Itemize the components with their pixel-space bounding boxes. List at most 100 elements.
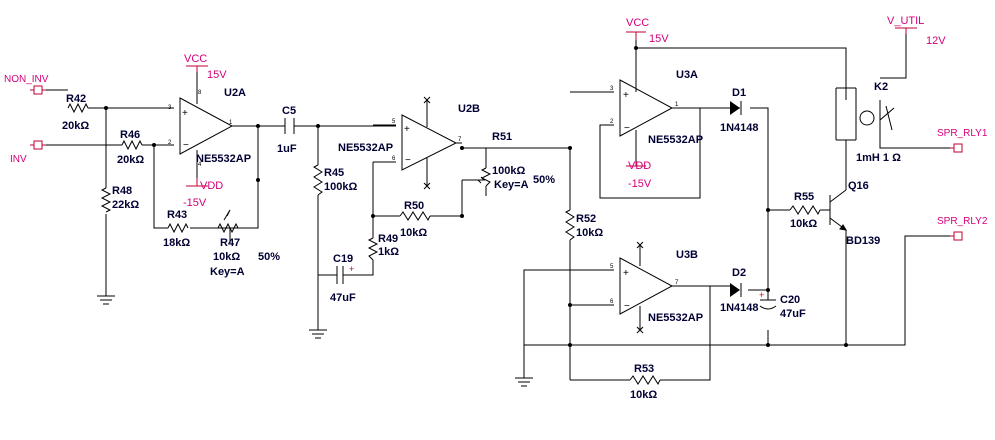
r46-ref: R46 [120,129,140,141]
d2-part: 1N4148 [720,302,759,314]
supply-u2a-neg: -15V [183,197,207,209]
q16-ref: Q16 [848,180,869,192]
c5-ref: C5 [282,105,296,117]
vcc-label-u2a: VCC [184,53,207,65]
k2-coil: 1mH 1 Ω [856,152,901,164]
vcc-label-u3a: VCC [626,17,649,29]
d1-ref: D1 [732,87,746,99]
relay-k2 [835,87,895,141]
svg-text:−: − [405,155,411,166]
resistor-r50 [399,211,431,222]
ground-symbols [97,295,533,387]
svg-text:5: 5 [392,119,396,125]
r50-ref: R50 [404,200,424,212]
r53-value: 10kΩ [630,389,657,401]
resistor-r48 [100,187,112,213]
u3a-part: NE5532AP [648,134,703,146]
r45-value: 100kΩ [324,181,357,193]
svg-text:8: 8 [198,90,202,96]
svg-text:4: 4 [198,162,202,168]
r50-value: 10kΩ [400,227,427,239]
r48-ref: R48 [112,185,132,197]
r47-ref: R47 [220,237,240,249]
net-label-non-inv: NON_INV [4,74,49,85]
potentiometers [217,167,492,234]
r49-value: 1kΩ [378,246,399,258]
r51-value: 100kΩ [492,165,525,177]
cap-c19 [336,266,352,284]
r42-value: 20kΩ [62,120,89,132]
r47-pct: 50% [258,251,280,263]
u3a-ref: U3A [676,69,698,81]
diodes [730,101,742,297]
r49-ref: R49 [378,233,398,245]
port-non-inv [33,85,43,95]
port-spr-rly1 [953,143,963,153]
svg-text:2: 2 [610,119,614,125]
u3b-part: NE5532AP [648,312,703,324]
c19-value: 47uF [330,292,356,304]
svg-text:7: 7 [675,280,679,286]
svg-text:3: 3 [168,105,172,111]
supply-u2a-pos: 15V [207,69,227,81]
r51-pct: 50% [533,174,555,186]
r51-ref: R51 [492,131,512,143]
supply-util: 12V [926,35,946,47]
resistor-r43 [167,222,189,234]
svg-text:−: − [624,123,630,134]
r55-ref: R55 [794,191,814,203]
c20-ref: C20 [780,294,800,306]
v-util-label: V_UTIL [887,15,924,27]
vdd-label-u2a: VDD [200,180,223,192]
resistor-r42 [67,102,89,114]
d1-part: 1N4148 [720,122,759,134]
pot-r51 [477,167,492,187]
svg-text:1: 1 [229,120,233,126]
u3b-ref: U3B [676,249,698,261]
resistor-r45 [312,164,323,196]
u2a-part: NE5532AP [196,153,251,165]
net-label-spr-rly2: SPR_RLY2 [937,216,988,227]
r52-ref: R52 [576,213,596,225]
port-inv [33,140,43,150]
supply-u3a-pos: 15V [649,33,669,45]
resistors [67,102,821,386]
d2-ref: D2 [732,267,746,279]
c5-value: 1uF [277,143,297,155]
c19-ref: C19 [333,253,353,265]
r43-ref: R43 [167,209,187,221]
svg-text:3: 3 [610,86,614,92]
resistor-r53 [629,375,661,386]
net-label-inv: INV [10,154,27,165]
r46-value: 20kΩ [117,154,144,166]
k2-ref: K2 [874,81,888,93]
r43-value: 18kΩ [163,237,190,249]
resistor-r55 [789,205,821,216]
svg-text:+: + [623,268,629,279]
r47-value: 10kΩ [213,251,240,263]
svg-text:6: 6 [610,299,614,305]
resistor-r52 [564,209,575,241]
junction-dots [104,46,848,347]
r51-key: Key=A [494,179,529,191]
cap-c5 [284,118,295,134]
vdd-label-u3a: VDD [628,160,651,172]
u2b-part: NE5532AP [338,142,393,154]
r45-ref: R45 [324,167,344,179]
r53-ref: R53 [634,363,654,375]
net-label-spr-rly1: SPR_RLY1 [937,128,988,139]
transistor-q16 [829,189,847,231]
c20-value: 47uF [780,308,806,320]
pot-r47 [217,209,239,234]
opamp-u2b: + − 56 7 [392,100,462,186]
u2b-ref: U2B [458,103,480,115]
u2a-ref: U2A [224,87,246,99]
svg-text:1: 1 [675,102,679,108]
supply-symbols [186,27,917,187]
resistor-r49 [367,237,379,261]
svg-text:−: − [183,140,189,151]
resistor-r46 [121,139,143,151]
svg-text:+: + [182,108,188,119]
r52-value: 10kΩ [576,227,603,239]
